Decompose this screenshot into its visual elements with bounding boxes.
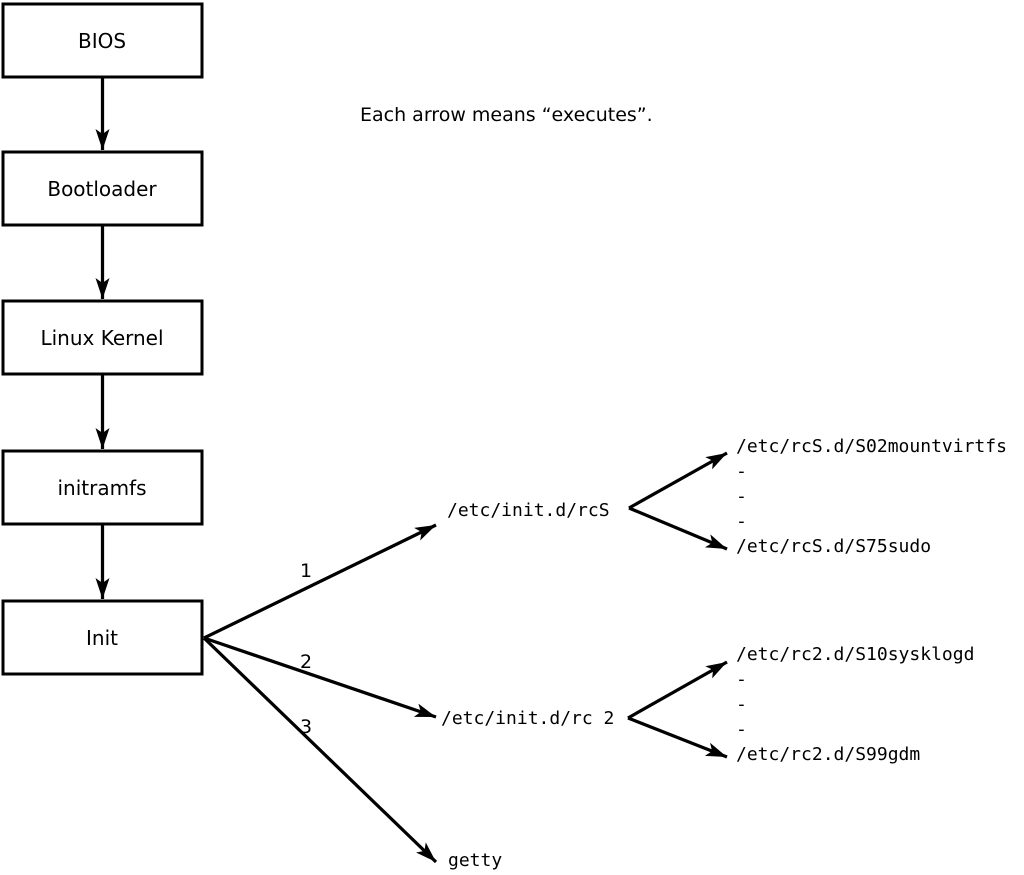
rcs-child-ellipsis-3: -	[736, 511, 747, 532]
arrow-init-to-getty	[202, 636, 438, 864]
node-linux-kernel-label: Linux Kernel	[40, 326, 163, 350]
node-bootloader: Bootloader	[1, 150, 204, 227]
node-bios-label: BIOS	[78, 29, 126, 53]
arrow-rc2-to-last-child	[627, 716, 728, 759]
legend-note: Each arrow means “executes”.	[360, 104, 653, 126]
node-initramfs-label: initramfs	[57, 476, 146, 500]
node-init-box	[1, 599, 204, 676]
arrow-rcs-to-first-child	[628, 451, 728, 510]
node-bootloader-label: Bootloader	[47, 177, 157, 201]
branch-2-number: 2	[300, 651, 312, 673]
rcs-child-ellipsis-2: -	[736, 486, 747, 507]
rcs-children-list: /etc/rcS.d/S02mountvirtfs - - - /etc/rcS…	[736, 436, 1007, 557]
node-bios-box	[1, 2, 204, 79]
node-initramfs-box	[1, 449, 204, 526]
branch-3-number: 3	[300, 716, 312, 738]
branch-3-target-getty: getty	[448, 850, 502, 871]
arrow-rc2-to-first-child	[627, 660, 728, 720]
node-linux-kernel: Linux Kernel	[1, 299, 204, 376]
rc2-child-ellipsis-3: -	[736, 719, 747, 740]
node-bios: BIOS	[1, 2, 204, 79]
arrow-init-to-rcs	[203, 523, 437, 640]
rc2-child-ellipsis-1: -	[736, 669, 747, 690]
branch-2-target-rc2: /etc/init.d/rc 2	[441, 708, 614, 729]
node-init: Init	[1, 599, 204, 676]
node-initramfs: initramfs	[1, 449, 204, 526]
rc2-child-ellipsis-2: -	[736, 694, 747, 715]
rcs-child-s75sudo: /etc/rcS.d/S75sudo	[736, 536, 931, 557]
rc2-children-list: /etc/rc2.d/S10sysklogd - - - /etc/rc2.d/…	[736, 644, 974, 765]
arrow-init-to-rc2	[203, 636, 437, 719]
branch-1-number: 1	[300, 560, 312, 582]
node-init-label: Init	[86, 626, 118, 650]
rcs-child-s02mountvirtfs: /etc/rcS.d/S02mountvirtfs	[736, 436, 1007, 457]
rc2-child-s10sysklogd: /etc/rc2.d/S10sysklogd	[736, 644, 974, 665]
rc2-child-s99gdm: /etc/rc2.d/S99gdm	[736, 744, 920, 765]
rcs-child-ellipsis-1: -	[736, 461, 747, 482]
arrow-rcs-to-last-child	[628, 506, 728, 551]
node-bootloader-box	[1, 150, 204, 227]
node-linux-kernel-box	[1, 299, 204, 376]
branch-1-target-rcs: /etc/init.d/rcS	[447, 500, 610, 521]
